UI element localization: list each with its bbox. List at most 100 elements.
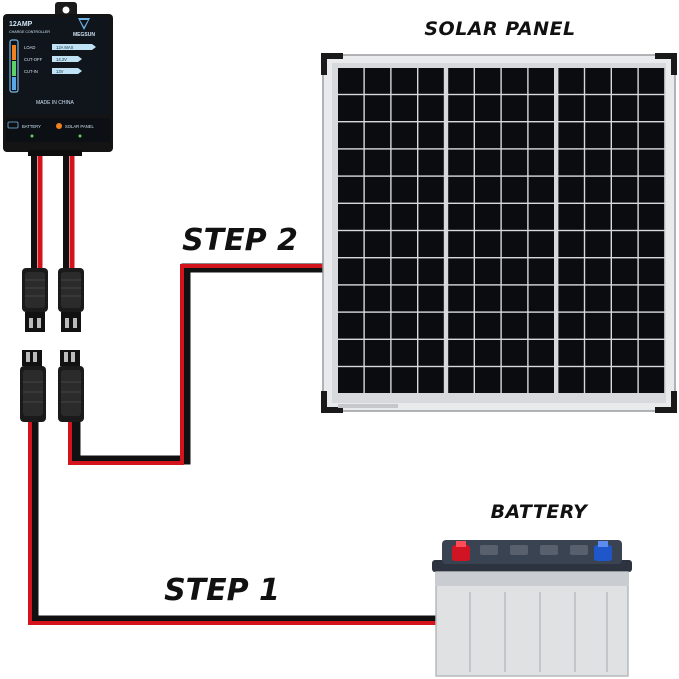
solar-cell xyxy=(612,149,638,176)
solar-cell xyxy=(612,95,638,121)
solar-cell xyxy=(558,258,584,285)
made-in-label: MADE IN CHINA xyxy=(36,100,74,106)
solar-cell xyxy=(585,340,611,366)
sae-connector-lower-left xyxy=(20,350,46,422)
solar-cell xyxy=(364,68,391,94)
battery-caps xyxy=(480,545,588,555)
svg-text:12A MAX: 12A MAX xyxy=(56,45,74,50)
controller-amp: 12AMP xyxy=(9,21,33,28)
solar-cell xyxy=(558,122,584,149)
solar-cell xyxy=(391,231,417,257)
step1-wire-red xyxy=(28,420,440,625)
solar-cell xyxy=(585,204,611,230)
solar-cell xyxy=(501,204,528,230)
solar-cell xyxy=(585,312,611,339)
positive-terminal-icon xyxy=(452,541,470,561)
solar-cell xyxy=(612,285,638,312)
solar-cell xyxy=(501,231,528,257)
solar-cell xyxy=(638,68,665,94)
solar-cell xyxy=(475,176,501,203)
solar-cell xyxy=(418,285,444,312)
solar-cell xyxy=(558,149,584,176)
solar-cell xyxy=(558,312,584,339)
solar-cell xyxy=(501,95,528,121)
solar-cell xyxy=(528,312,554,339)
spec-row-1: LOAD 12A MAX xyxy=(24,44,96,50)
solar-cell xyxy=(364,312,391,339)
solar-cell xyxy=(638,149,665,176)
solar-cell xyxy=(391,149,417,176)
negative-terminal-icon xyxy=(594,541,612,561)
solar-cell xyxy=(528,367,554,393)
battery-gauge-icon xyxy=(9,39,19,93)
solar-cell xyxy=(338,285,364,312)
corner-bracket-tl xyxy=(321,53,343,75)
solar-cell xyxy=(501,367,528,393)
solar-cell xyxy=(338,122,364,149)
solar-cell xyxy=(475,68,501,94)
svg-text:LOAD: LOAD xyxy=(24,45,35,50)
solar-cell xyxy=(585,176,611,203)
solar-cell xyxy=(418,68,444,94)
solar-cell xyxy=(501,68,528,94)
solar-cell xyxy=(501,340,528,366)
solar-cell xyxy=(528,176,554,203)
solar-cell xyxy=(338,68,364,94)
solar-cell xyxy=(448,367,474,393)
solar-cell xyxy=(418,122,444,149)
solar-cell xyxy=(475,95,501,121)
battery-label: BATTERY xyxy=(491,501,590,523)
solar-cell xyxy=(338,340,364,366)
spec-row-3: CUT-IN 13V xyxy=(24,68,82,74)
solar-cell xyxy=(475,285,501,312)
solar-cell xyxy=(338,312,364,339)
solar-cell xyxy=(448,231,474,257)
solar-cell xyxy=(364,258,391,285)
solar-cell xyxy=(638,312,665,339)
step1-wire-black xyxy=(29,420,440,625)
solar-cell xyxy=(364,204,391,230)
solar-cell xyxy=(338,231,364,257)
solar-cell xyxy=(475,122,501,149)
solar-cell xyxy=(364,367,391,393)
charge-controller: 12AMP CHARGE CONTROLLER MEGSUN LOAD 12A … xyxy=(3,2,113,156)
solar-cell xyxy=(501,122,528,149)
solar-cell xyxy=(612,258,638,285)
solar-cell xyxy=(638,176,665,203)
spec-row-2: CUT-OFF 14.2V xyxy=(24,56,82,62)
solar-cell xyxy=(585,68,611,94)
svg-text:CUT-OFF: CUT-OFF xyxy=(24,57,43,62)
solar-cell xyxy=(338,204,364,230)
solar-cell xyxy=(528,95,554,121)
solar-cell xyxy=(585,285,611,312)
solar-cell xyxy=(338,176,364,203)
solar-cell xyxy=(448,68,474,94)
step2-label: STEP 2 xyxy=(182,223,298,258)
solar-cell xyxy=(528,122,554,149)
solar-cell xyxy=(638,340,665,366)
solar-cell xyxy=(558,204,584,230)
solar-cell xyxy=(364,122,391,149)
solar-cell xyxy=(364,285,391,312)
solar-cell xyxy=(638,258,665,285)
solar-cell xyxy=(418,258,444,285)
solar-cell xyxy=(612,312,638,339)
solar-cell xyxy=(638,231,665,257)
solar-cell xyxy=(558,95,584,121)
solar-cell xyxy=(585,367,611,393)
solar-cell xyxy=(448,204,474,230)
solar-cell xyxy=(528,258,554,285)
svg-text:CUT-IN: CUT-IN xyxy=(24,69,38,74)
solar-cell xyxy=(501,176,528,203)
step1-label: STEP 1 xyxy=(164,573,280,608)
solar-cell xyxy=(475,204,501,230)
solar-cell xyxy=(364,95,391,121)
solar-cell xyxy=(448,95,474,121)
solar-cell xyxy=(448,122,474,149)
solar-cell xyxy=(391,176,417,203)
solar-cell xyxy=(612,204,638,230)
solar-cell xyxy=(558,176,584,203)
solar-cell xyxy=(558,231,584,257)
svg-text:14.2V: 14.2V xyxy=(56,57,67,62)
